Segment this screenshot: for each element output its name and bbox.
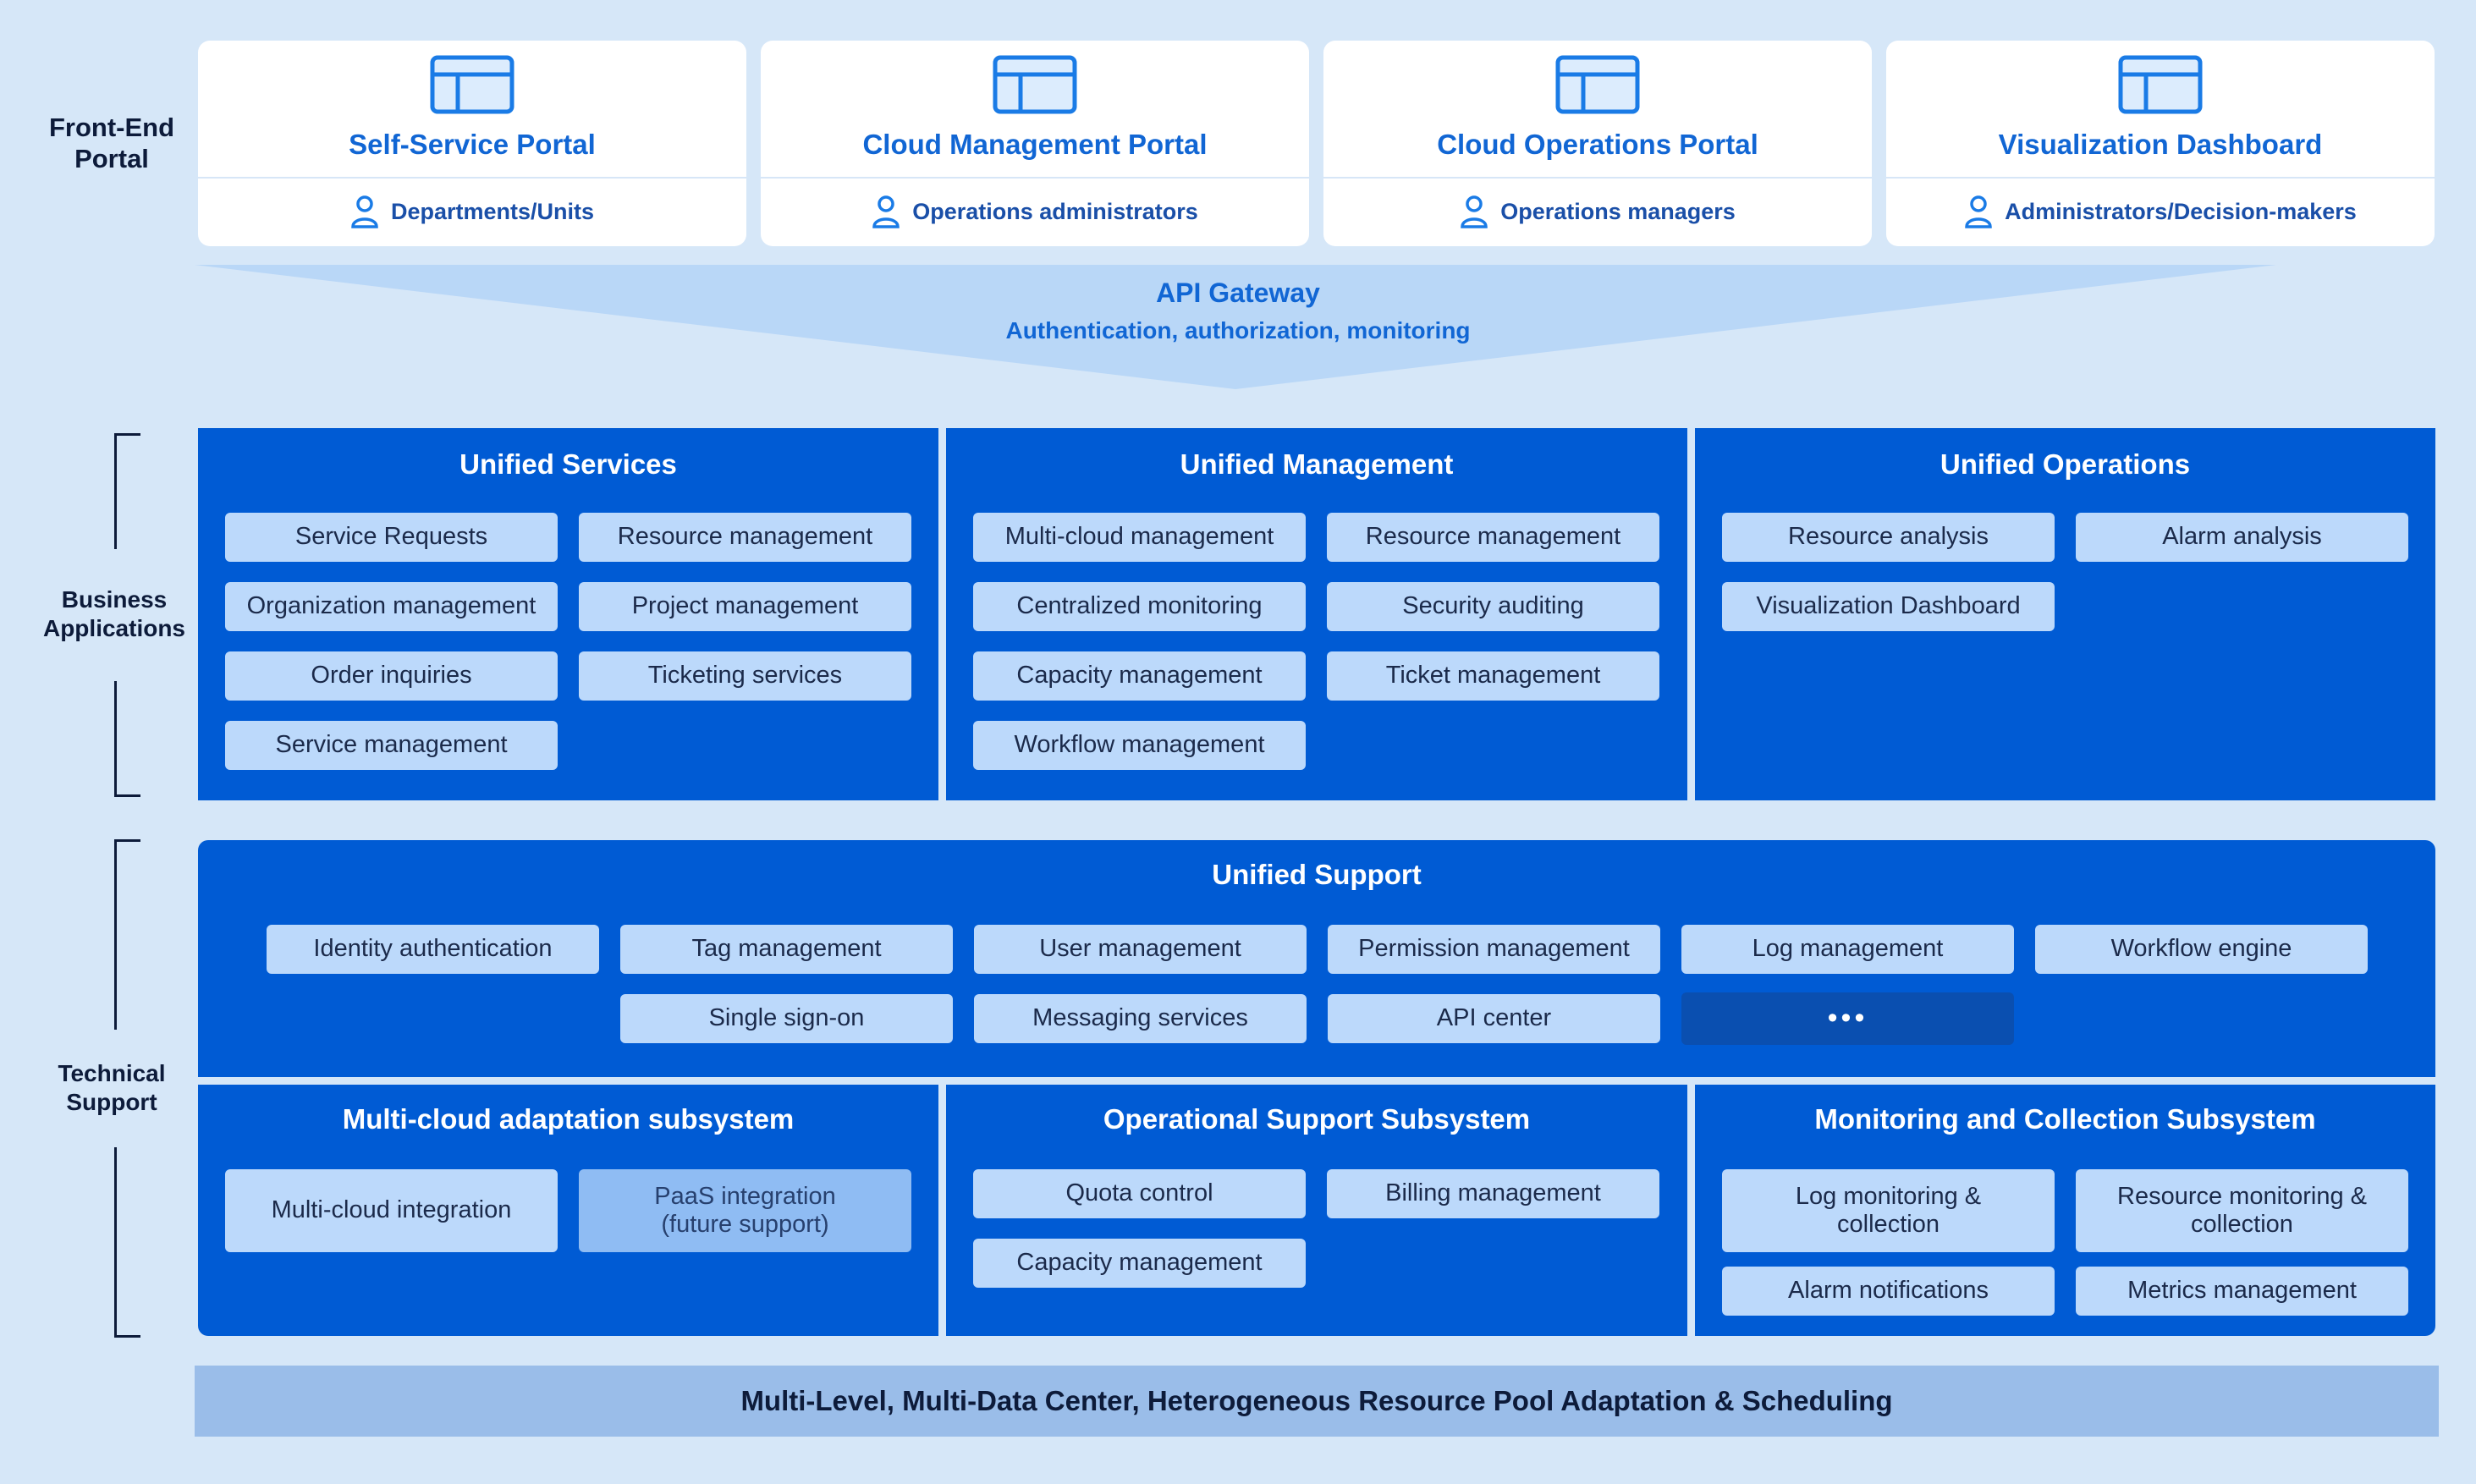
bracket-technical-bottom bbox=[114, 1147, 140, 1338]
panel-unified-management: Unified Management Multi-cloud managemen… bbox=[946, 428, 1687, 800]
portal-users-label: Operations managers bbox=[1500, 198, 1736, 224]
portal-title: Cloud Management Portal bbox=[862, 129, 1208, 160]
feature-chip: Resource analysis bbox=[1722, 513, 2055, 562]
bracket-business-top bbox=[114, 433, 140, 549]
feature-chip: Visualization Dashboard bbox=[1722, 582, 2055, 631]
window-layout-icon bbox=[1555, 55, 1640, 114]
layer-label-front-end: Front-End Portal bbox=[48, 113, 175, 174]
feature-chip: Single sign-on bbox=[620, 994, 953, 1043]
feature-chip: Multi-cloud integration bbox=[225, 1169, 558, 1252]
panel-title: Unified Support bbox=[1212, 859, 1422, 890]
window-layout-icon bbox=[993, 55, 1077, 114]
feature-chip: Log monitoring & collection bbox=[1722, 1169, 2055, 1252]
panel-title: Monitoring and Collection Subsystem bbox=[1814, 1103, 2316, 1135]
panel-multicloud-subsystem: Multi-cloud adaptation subsystem Multi-c… bbox=[198, 1085, 938, 1336]
portal-title: Cloud Operations Portal bbox=[1437, 129, 1758, 160]
feature-chip: Multi-cloud management bbox=[973, 513, 1306, 562]
panel-title: Unified Management bbox=[1180, 448, 1454, 480]
api-gateway-title: API Gateway bbox=[1156, 278, 1320, 308]
feature-chip: Log management bbox=[1681, 925, 2014, 974]
feature-chip: Workflow engine bbox=[2035, 925, 2368, 974]
panel-title: Unified Services bbox=[459, 448, 677, 480]
feature-chip: Metrics management bbox=[2076, 1267, 2408, 1316]
portal-users: Operations administrators bbox=[761, 193, 1309, 230]
panel-unified-operations: Unified Operations Resource analysis Alar… bbox=[1695, 428, 2435, 800]
feature-chip: Order inquiries bbox=[225, 651, 558, 701]
portal-users: Operations managers bbox=[1323, 193, 1872, 230]
divider bbox=[761, 177, 1309, 179]
portal-users-label: Administrators/Decision-makers bbox=[2005, 198, 2357, 224]
feature-chip: Ticket management bbox=[1327, 651, 1659, 701]
user-icon bbox=[1461, 195, 1488, 228]
ellipsis-icon: ••• bbox=[1681, 992, 2014, 1045]
portal-users: Administrators/Decision-makers bbox=[1886, 193, 2435, 230]
divider bbox=[1323, 177, 1872, 179]
feature-chip: Security auditing bbox=[1327, 582, 1659, 631]
user-icon bbox=[1965, 195, 1992, 228]
feature-chip: Resource management bbox=[579, 513, 911, 562]
window-layout-icon bbox=[430, 55, 514, 114]
feature-chip: Permission management bbox=[1328, 925, 1660, 974]
divider bbox=[1886, 177, 2435, 179]
feature-chip: Workflow management bbox=[973, 721, 1306, 770]
foundation-bar: Multi-Level, Multi-Data Center, Heteroge… bbox=[195, 1366, 2439, 1437]
feature-chip: Messaging services bbox=[974, 994, 1307, 1043]
panel-title: Multi-cloud adaptation subsystem bbox=[342, 1103, 795, 1135]
feature-chip: Capacity management bbox=[973, 1239, 1306, 1288]
feature-chip: Capacity management bbox=[973, 651, 1306, 701]
panel-title: Operational Support Subsystem bbox=[1103, 1103, 1531, 1135]
feature-chip: Alarm notifications bbox=[1722, 1267, 2055, 1316]
feature-chip: Project management bbox=[579, 582, 911, 631]
feature-chip: Quota control bbox=[973, 1169, 1306, 1218]
feature-chip: API center bbox=[1328, 994, 1660, 1043]
api-gateway-funnel bbox=[195, 265, 2276, 389]
layer-label-technical: Technical Support bbox=[58, 1060, 166, 1115]
portal-users-label: Operations administrators bbox=[912, 198, 1198, 224]
panel-unified-services: Unified Services Service Requests Resourc… bbox=[198, 428, 938, 800]
feature-chip: PaaS integration (future support) bbox=[579, 1169, 911, 1252]
panel-operational-subsystem: Operational Support Subsystem Quota cont… bbox=[946, 1085, 1687, 1336]
bracket-business-bottom bbox=[114, 681, 140, 797]
feature-chip: Ticketing services bbox=[579, 651, 911, 701]
feature-chip: Resource management bbox=[1327, 513, 1659, 562]
portal-users: Departments/Units bbox=[198, 193, 746, 230]
feature-chip: Service Requests bbox=[225, 513, 558, 562]
feature-chip: Resource monitoring & collection bbox=[2076, 1169, 2408, 1252]
feature-chip: Service management bbox=[225, 721, 558, 770]
layer-label-business: Business Applications bbox=[42, 586, 185, 641]
feature-chip: Centralized monitoring bbox=[973, 582, 1306, 631]
portal-users-label: Departments/Units bbox=[390, 198, 595, 224]
feature-chip: Tag management bbox=[620, 925, 953, 974]
feature-chip: Billing management bbox=[1327, 1169, 1659, 1218]
panel-title: Unified Operations bbox=[1940, 448, 2191, 480]
portal-title: Visualization Dashboard bbox=[1998, 129, 2323, 160]
portal-title: Self-Service Portal bbox=[349, 129, 596, 160]
user-icon bbox=[351, 195, 378, 228]
api-gateway-subtitle: Authentication, authorization, monitorin… bbox=[1005, 317, 1471, 344]
feature-chip: Alarm analysis bbox=[2076, 513, 2408, 562]
divider bbox=[198, 177, 746, 179]
window-layout-icon bbox=[2118, 55, 2203, 114]
user-icon bbox=[872, 195, 900, 228]
panel-monitoring-subsystem: Monitoring and Collection Subsystem Log … bbox=[1695, 1085, 2435, 1336]
feature-chip: Identity authentication bbox=[267, 925, 599, 974]
feature-chip: User management bbox=[974, 925, 1307, 974]
bracket-technical-top bbox=[114, 839, 140, 1030]
feature-chip: Organization management bbox=[225, 582, 558, 631]
panel-unified-support: Unified Support Identity authentication T… bbox=[198, 840, 2435, 1077]
